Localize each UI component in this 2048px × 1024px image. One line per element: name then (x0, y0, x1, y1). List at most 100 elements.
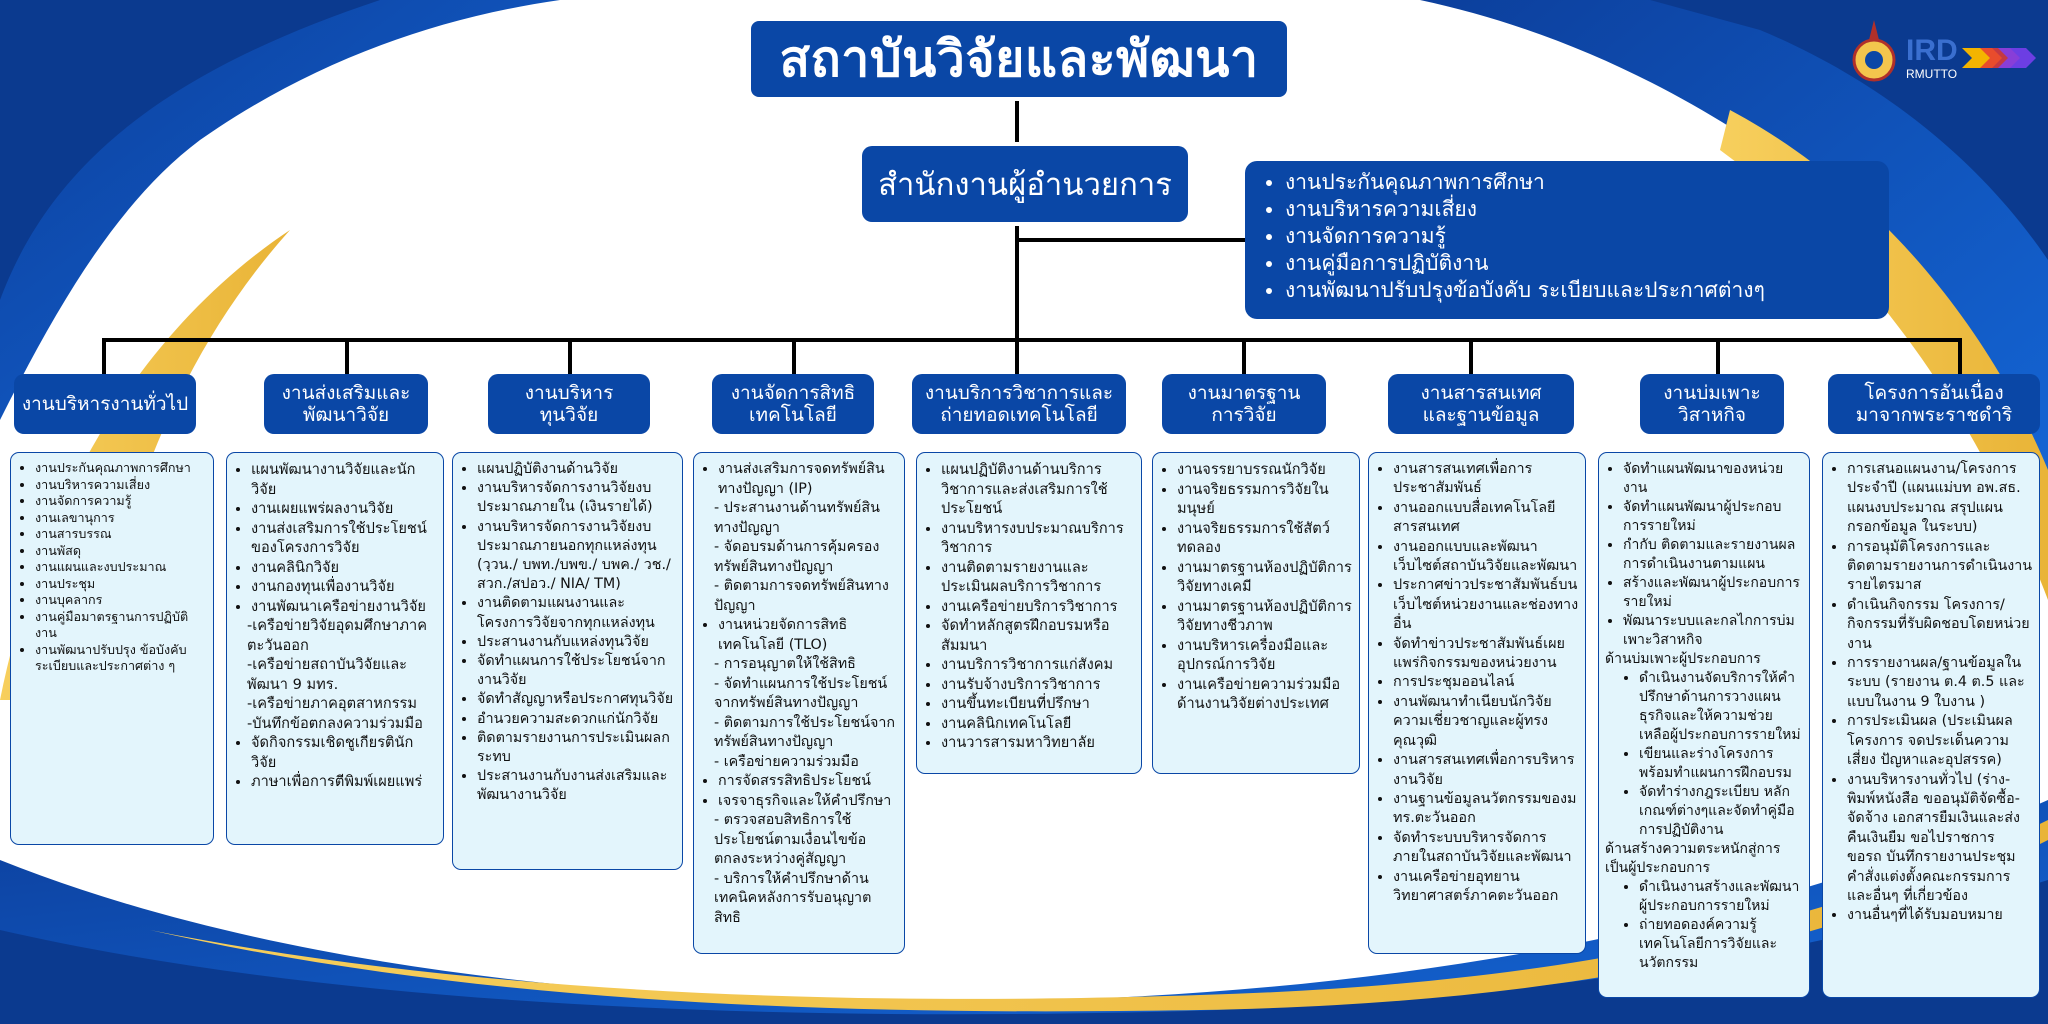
task-item: เจรจาธุรกิจและให้คำปรึกษา (718, 792, 898, 812)
dept-card-royal-projects: การเสนอแผนงาน/โครงการประจำปี (แผนแม่บท อ… (1822, 452, 2040, 998)
dept-card-general-admin: งานประกันคุณภาพการศึกษางานบริหารความเสี่… (10, 452, 214, 845)
task-item: งานคู่มือมาตรฐานการปฏิบัติงาน (35, 609, 207, 642)
page-title: สถาบันวิจัยและพัฒนา (751, 21, 1287, 97)
task-item: งานแผนและงบประมาณ (35, 559, 207, 576)
task-item: งานอื่นๆที่ได้รับมอบหมาย (1847, 906, 2033, 925)
task-item: งานพัสดุ (35, 543, 207, 560)
task-item: จัดทำร่างกฎระเบียบ หลักเกณฑ์ต่างๆและจัดท… (1639, 783, 1803, 840)
connector-dept-9 (1958, 338, 1962, 374)
dept-task-list: จัดทำแผนพัฒนาของหน่วยงานจัดทำแผนพัฒนาผู้… (1605, 460, 1803, 973)
task-item: งานส่งเสริมการจดทรัพย์สินทางปัญญา (IP) (718, 460, 898, 499)
dept-card-business-incubation: จัดทำแผนพัฒนาของหน่วยงานจัดทำแผนพัฒนาผู้… (1598, 452, 1810, 998)
task-subitem: - ติดตามการใช้ประโยชน์จากทรัพย์สินทางปัญ… (714, 714, 896, 751)
logo-subtext: RMUTTO (1906, 67, 1957, 81)
task-item: งานสารบรรณ (35, 526, 207, 543)
task-item: การเสนอแผนงาน/โครงการประจำปี (แผนแม่บท อ… (1847, 460, 2033, 538)
task-subitem: - บริการให้คำปรึกษาด้านเทคนิคหลังการรับอ… (714, 870, 872, 926)
task-item: งานจัดการความรู้ (35, 493, 207, 510)
dept-task-list: แผนพัฒนางานวิจัยและนักวิจัยงานเผยแพร่ผลง… (233, 460, 437, 792)
staff-unit: งานประกันคุณภาพการศึกษา (1285, 169, 1875, 196)
task-item: จัดทำข่าวประชาสัมพันธ์เผยแพร่กิจกรรมของห… (1393, 635, 1579, 674)
task-item: งานรับจ้างบริการวิชาการ (941, 675, 1135, 695)
task-item: อำนวยความสะดวกแก่นักวิจัย (477, 710, 676, 729)
connector-dept-2 (345, 338, 349, 374)
staff-unit: งานจัดการความรู้ (1285, 223, 1875, 250)
task-item: งานบริหารความเสี่ยง (35, 477, 207, 494)
task-item: งานบริหารงบประมาณบริการวิชาการ (941, 519, 1135, 558)
dept-task-list: การเสนอแผนงาน/โครงการประจำปี (แผนแม่บท อ… (1829, 460, 2033, 926)
dept-card-research-promotion: แผนพัฒนางานวิจัยและนักวิจัยงานเผยแพร่ผลง… (226, 452, 444, 845)
dept-task-list: งานจรรยาบรรณนักวิจัยงานจริยธรรมการวิจัยใ… (1159, 460, 1353, 714)
task-item: จัดทำหลักสูตรฝึกอบรมหรือสัมมนา (941, 616, 1135, 655)
task-item: จัดทำแผนพัฒนาผู้ประกอบการรายใหม่ (1623, 498, 1803, 536)
task-item: ดำเนินงานสร้างและพัฒนาผู้ประกอบการรายใหม… (1639, 878, 1803, 916)
task-item: งานประกันคุณภาพการศึกษา (35, 460, 207, 477)
task-item: งานบริหารจัดการงานวิจัยงบประมาณภายใน (เง… (477, 479, 676, 517)
dept-title-research-promotion: งานส่งเสริมและ พัฒนาวิจัย (264, 374, 428, 434)
task-item: งานจริยธรรมการใช้สัตว์ทดลอง (1177, 519, 1353, 558)
task-item: งานบุคลากร (35, 592, 207, 609)
staff-unit: งานพัฒนาปรับปรุงข้อบังคับ ระเบียบและประก… (1285, 277, 1875, 304)
task-item: ประกาศข่าวประชาสัมพันธ์บนเว็บไซต์หน่วยงา… (1393, 576, 1579, 634)
connector-dept-8 (1716, 338, 1720, 374)
seal-icon: IRD RMUTTO (1852, 20, 2036, 82)
task-item: การรายงานผล/ฐานข้อมูลในระบบ (รายงาน ต.4 … (1847, 654, 2033, 712)
dept-title-technology-rights: งานจัดการสิทธิ เทคโนโลยี (712, 374, 874, 434)
task-subitem: -เครือข่ายวิจัยอุดมศึกษาภาคตะวันออก (247, 617, 427, 654)
connector-dept-3 (568, 338, 572, 374)
task-item: เขียนและร่างโครงการพร้อมทำแผนการฝึกอบรม (1639, 745, 1803, 783)
dept-title-royal-projects: โครงการอันเนื่อง มาจากพระราชดำริ (1828, 374, 2040, 434)
task-item: งานเครือข่ายบริการวิชาการ (941, 597, 1135, 617)
task-item: จัดกิจกรรมเชิดชูเกียรตินักวิจัย (251, 733, 437, 772)
dept-card-research-funding: แผนปฏิบัติงานด้านวิจัยงานบริหารจัดการงาน… (452, 452, 683, 870)
task-item: งานบริหารงานทั่วไป (ร่าง-พิมพ์หนังสือ ขอ… (1847, 771, 2033, 907)
task-item: งานเลขานุการ (35, 510, 207, 527)
task-item: งานกองทุนเพื่องานวิจัย (251, 577, 437, 597)
task-item: จัดทำระบบบริหารจัดการภายในสถาบันวิจัยและ… (1393, 829, 1579, 868)
task-group-heading: ด้านบ่มเพาะผู้ประกอบการ (1605, 651, 1761, 667)
task-item: งานสารสนเทศเพื่อการประชาสัมพันธ์ (1393, 460, 1579, 499)
task-item: งานส่งเสริมการใช้ประโยชน์ของโครงการวิจัย (251, 519, 437, 558)
staff-units-box: งานประกันคุณภาพการศึกษา งานบริหารความเสี… (1245, 161, 1889, 319)
task-item: งานประชุม (35, 576, 207, 593)
connector-dept-6 (1242, 338, 1246, 374)
task-item: ดำเนินงานจัดบริการให้คำปรึกษาด้านการวางแ… (1639, 669, 1803, 745)
task-item: งานคลินิกเทคโนโลยี (941, 714, 1135, 734)
task-item: งานออกแบบและพัฒนาเว็บไซต์สถาบันวิจัยและพ… (1393, 538, 1579, 577)
task-item: งานติดตามรายงานและประเมินผลบริการวิชาการ (941, 558, 1135, 597)
logo-text: IRD (1906, 34, 1958, 67)
task-item: การอนุมัติโครงการและติดตามรายงานการดำเนิ… (1847, 538, 2033, 596)
task-item: งานบริหารจัดการงานวิจัยงบประมาณภายนอกทุก… (477, 518, 676, 595)
task-item: ภาษาเพื่อการตีพิมพ์เผยแพร่ (251, 772, 437, 792)
dept-task-list: งานประกันคุณภาพการศึกษางานบริหารความเสี่… (17, 460, 207, 675)
task-item: งานออกแบบสื่อเทคโนโลยีสารสนเทศ (1393, 499, 1579, 538)
task-item: แผนปฏิบัติงานด้านวิจัย (477, 460, 676, 479)
dept-title-information-database: งานสารสนเทศ และฐานข้อมูล (1388, 374, 1574, 434)
task-item: ประสานงานกับแหล่งทุนวิจัย (477, 633, 676, 652)
task-item: งานมาตรฐานห้องปฏิบัติการวิจัยทางเคมี (1177, 558, 1353, 597)
task-item: สร้างและพัฒนาผู้ประกอบการรายใหม่ (1623, 574, 1803, 612)
staff-unit: งานบริหารความเสี่ยง (1285, 196, 1875, 223)
connector-dept-7 (1469, 338, 1473, 374)
task-item: ถ่ายทอดองค์ความรู้เทคโนโลยีการวิจัยและนว… (1639, 916, 1803, 973)
task-subitem: - ประสานงานด้านทรัพย์สินทางปัญญา (714, 500, 880, 536)
task-item: พัฒนาระบบและกลไกการบ่มเพาะวิสาหกิจ (1623, 612, 1803, 650)
task-item: งานวารสารมหาวิทยาลัย (941, 733, 1135, 753)
staff-unit: งานคู่มือการปฏิบัติงาน (1285, 250, 1875, 277)
task-item: งานเครือข่ายอุทยานวิทยาศาสตร์ภาคตะวันออก (1393, 868, 1579, 907)
task-item: งานสารสนเทศเพื่อการบริหารงานวิจัย (1393, 751, 1579, 790)
task-item: ประสานงานกับงานส่งเสริมและพัฒนางานวิจัย (477, 767, 676, 805)
task-item: งานจริยธรรมการวิจัยในมนุษย์ (1177, 480, 1353, 519)
dept-title-research-standards: งานมาตรฐาน การวิจัย (1162, 374, 1326, 434)
task-item: งานพัฒนาทำเนียบนักวิจัย ความเชี่ยวชาญและ… (1393, 693, 1579, 751)
task-item: งานขึ้นทะเบียนที่ปรึกษา (941, 694, 1135, 714)
task-item: จัดทำสัญญาหรือประกาศทุนวิจัย (477, 690, 676, 709)
task-item: งานเครือข่ายความร่วมมือด้านงานวิจัยต่างป… (1177, 675, 1353, 714)
dept-task-list: แผนปฏิบัติงานด้านบริการวิชาการและส่งเสริ… (923, 460, 1135, 753)
connector-horizontal (102, 338, 1962, 342)
task-subitem: - การอนุญาตให้ใช้สิทธิ (714, 656, 856, 672)
task-item: งานบริการวิชาการแก่สังคม (941, 655, 1135, 675)
dept-card-academic-service: แผนปฏิบัติงานด้านบริการวิชาการและส่งเสริ… (916, 452, 1142, 774)
director-office: สำนักงานผู้อำนวยการ (862, 146, 1188, 222)
task-item: งานมาตรฐานห้องปฏิบัติการวิจัยทางชีวภาพ (1177, 597, 1353, 636)
